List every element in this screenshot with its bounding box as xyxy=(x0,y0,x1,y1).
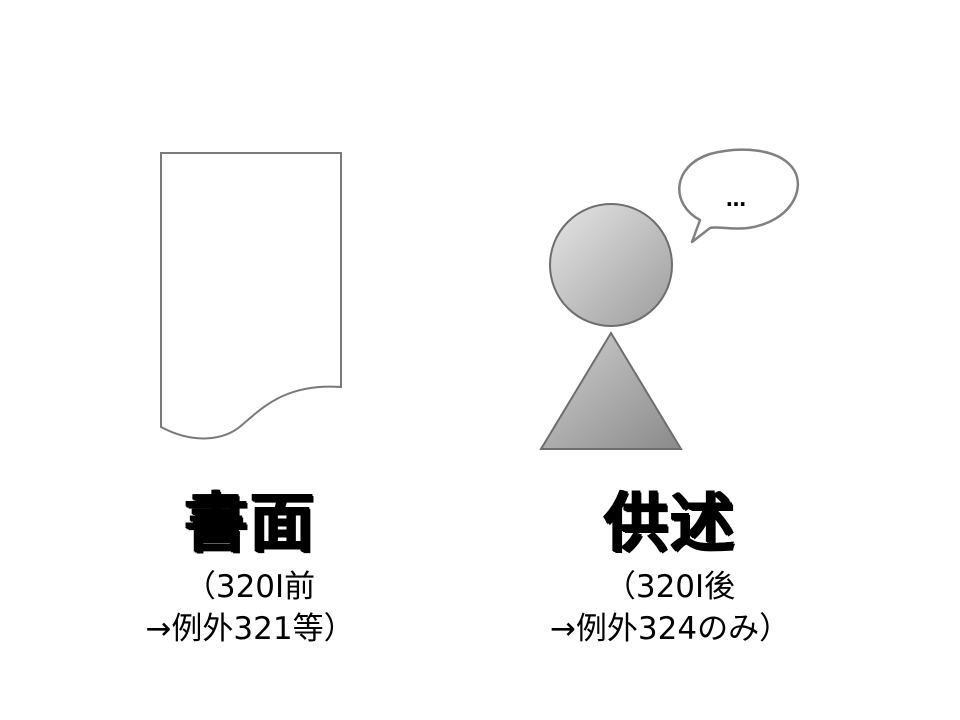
document-rule-line: （320Ⅰ前 xyxy=(184,569,316,605)
document-label-block: 書面 （320Ⅰ前 →例外321等） xyxy=(90,482,410,650)
speech-bubble-icon: … xyxy=(678,148,800,244)
document-title: 書面 xyxy=(184,487,316,561)
person-body xyxy=(539,331,683,450)
document-icon xyxy=(160,152,342,440)
person-icon xyxy=(539,203,683,450)
statement-rule-line: （320Ⅰ後 xyxy=(604,569,736,605)
document-exception-line: →例外321等） xyxy=(145,611,355,647)
speech-text: … xyxy=(726,187,746,211)
statement-title: 供述 xyxy=(604,487,736,561)
statement-label-block: 供述 （320Ⅰ後 →例外324のみ） xyxy=(500,482,840,650)
person-head xyxy=(549,203,673,327)
statement-exception-line: →例外324のみ） xyxy=(549,611,791,647)
